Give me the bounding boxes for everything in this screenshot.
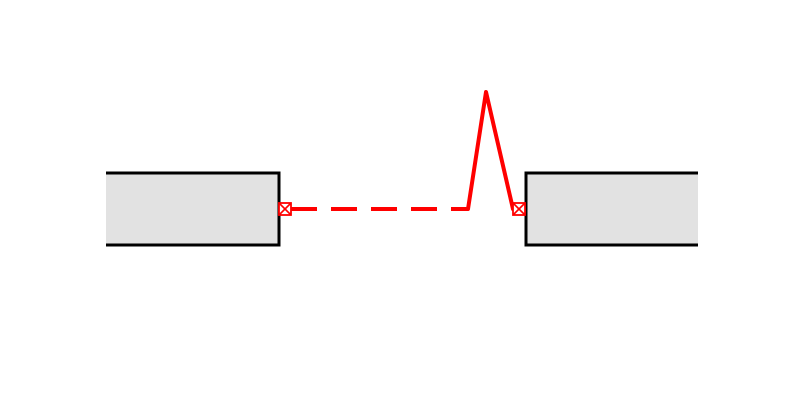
left-port-icon[interactable] <box>278 202 292 216</box>
right-block[interactable] <box>524 171 698 247</box>
left-block[interactable] <box>106 171 281 247</box>
right-port-icon[interactable] <box>512 202 526 216</box>
right-block-outline <box>524 171 698 247</box>
right-block-fill <box>526 173 698 245</box>
connector-peak-segment[interactable] <box>466 90 515 211</box>
left-block-fill <box>106 173 279 245</box>
